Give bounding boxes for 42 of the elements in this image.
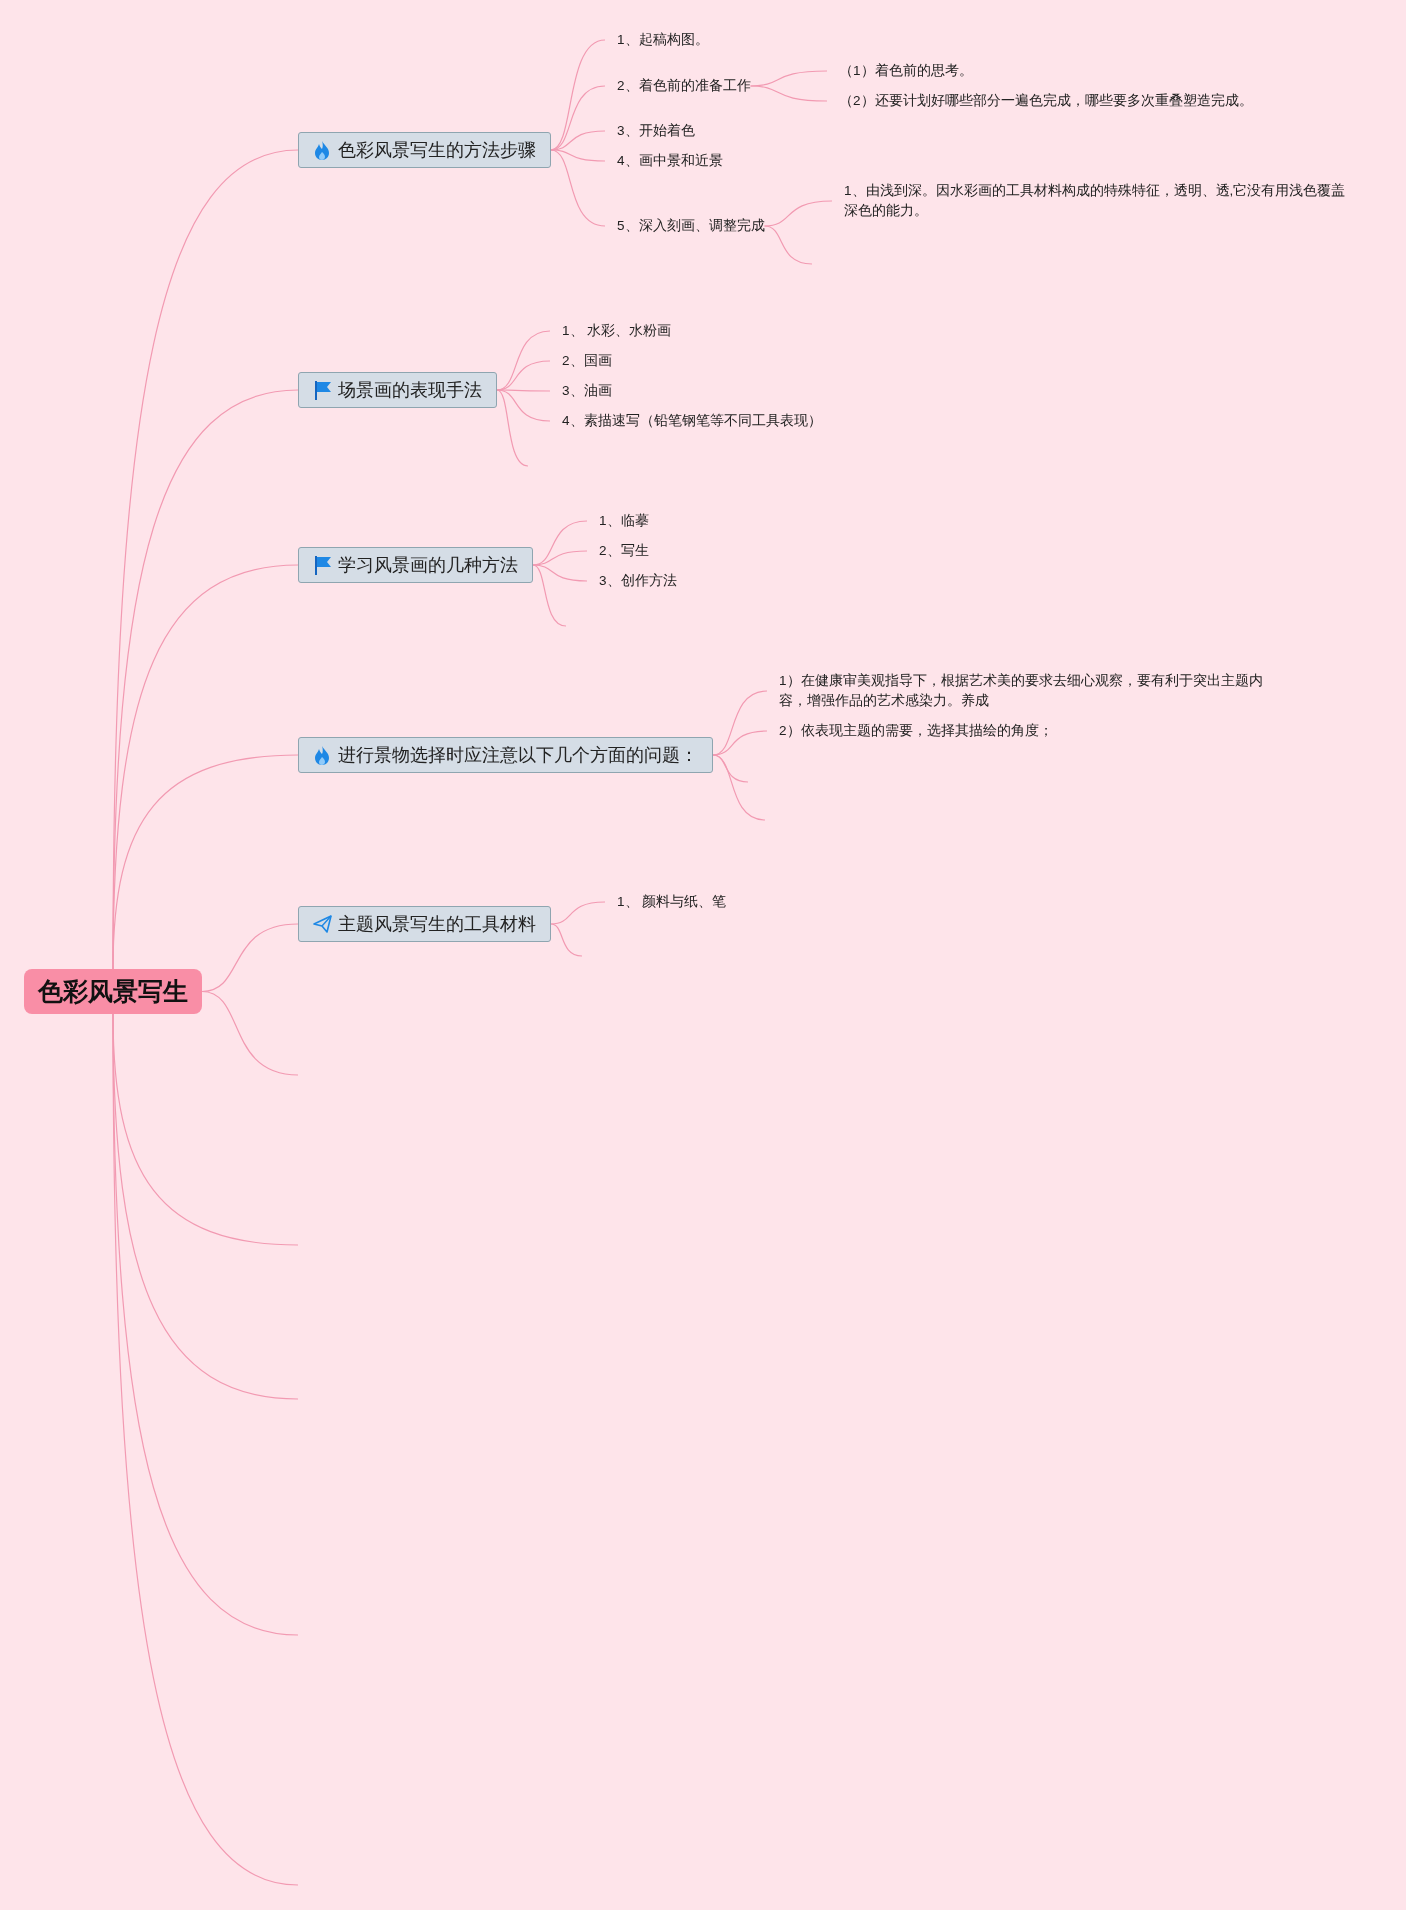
branch-text: 2、着色前的准备工作 <box>605 74 751 98</box>
branch-text: 1）在健康审美观指导下，根据艺术美的要求去细心观察，要有利于突出主题内容，增强作品的艺术感染力。养成 <box>767 669 1287 713</box>
branch-text: 5、深入刻画、调整完成 <box>605 214 765 238</box>
branch-line <box>112 754 299 970</box>
topic-text: 主题风景写生的工具材料 <box>338 913 536 936</box>
topic-text: 色彩风景写生的方法步骤 <box>338 139 536 162</box>
branch-line <box>550 923 583 957</box>
branch-text: （1）着色前的思考。 <box>827 59 973 83</box>
branch-text: 2）依表现主题的需要，选择其描绘的角度； <box>767 719 1053 743</box>
branch-line <box>763 200 833 227</box>
branch-text: 1、起稿构图。 <box>605 28 709 52</box>
topic-box <box>298 906 551 942</box>
branch-text: 2、国画 <box>550 349 612 373</box>
branch-line <box>550 901 606 925</box>
branch-line <box>763 225 813 265</box>
branch-text: 4、素描速写（铅笔钢笔等不同工具表现） <box>550 409 822 433</box>
topic-box <box>298 372 497 408</box>
branch-text: （2）还要计划好哪些部分一遍色完成，哪些要多次重叠塑造完成。 <box>827 89 1253 113</box>
central-topic-box: 色彩风景写生 <box>24 969 202 1014</box>
topic-box <box>298 737 713 773</box>
branch-line <box>201 990 299 1076</box>
branch-text: 4、画中景和近景 <box>605 149 723 173</box>
branch-line <box>496 389 529 467</box>
branch-text: 2、写生 <box>587 539 649 563</box>
branch-line <box>532 550 588 566</box>
topic-text: 学习风景画的几种方法 <box>338 554 518 577</box>
branch-line <box>712 754 766 821</box>
branch-text: 3、创作方法 <box>587 569 677 593</box>
topic-box <box>298 132 551 168</box>
branch-line <box>550 149 606 227</box>
branch-text: 1、临摹 <box>587 509 649 533</box>
topic-text: 进行景物选择时应注意以下几个方面的问题： <box>338 744 698 767</box>
branch-text: 3、开始着色 <box>605 119 695 143</box>
branch-line <box>712 730 768 756</box>
topic-text: 场景画的表现手法 <box>338 379 482 402</box>
branch-text: 1、 水彩、水粉画 <box>550 319 672 343</box>
branch-text: 3、油画 <box>550 379 612 403</box>
branch-line <box>749 85 828 102</box>
branch-line <box>532 564 567 627</box>
branch-text: 1、由浅到深。因水彩画的工具材料构成的特殊特征，透明、透,它没有用浅色覆盖深色的能力。 <box>832 179 1352 223</box>
branch-text: 1、 颜料与纸、笔 <box>605 890 727 914</box>
topic-box <box>298 547 533 583</box>
